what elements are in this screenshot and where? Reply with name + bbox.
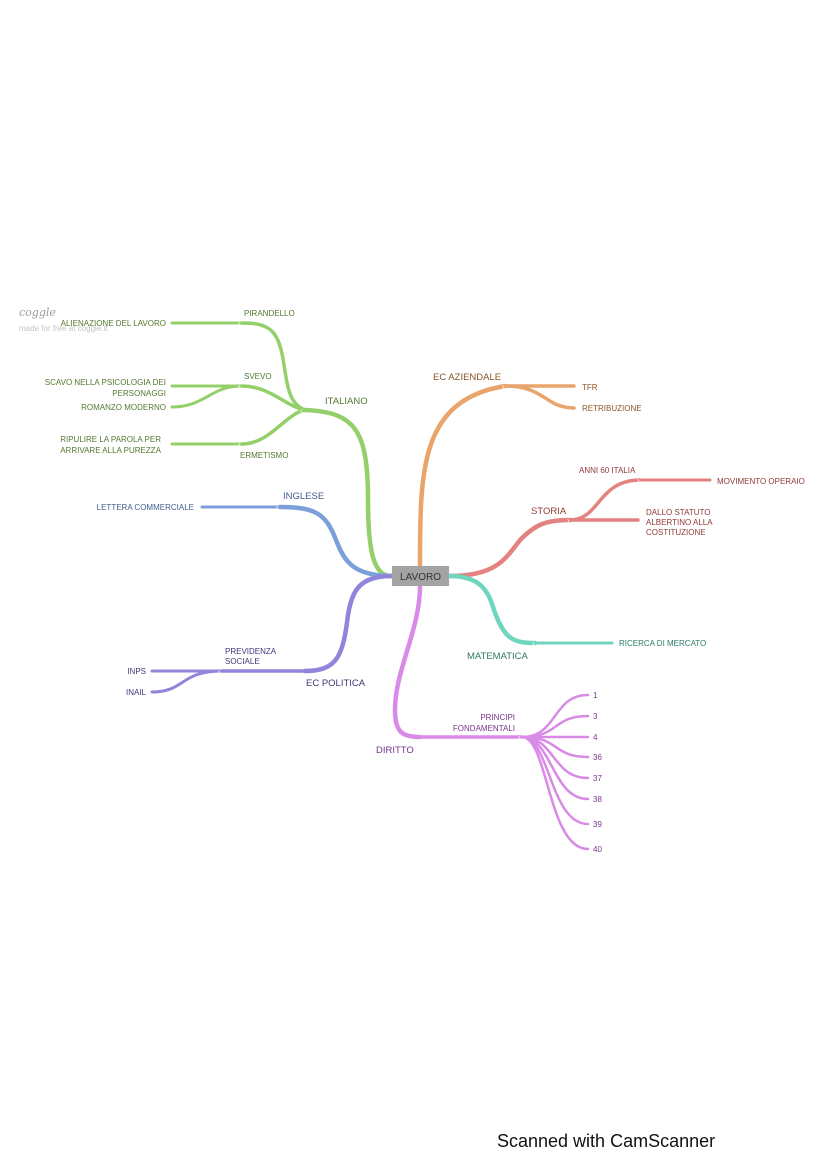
- chevron-icon: ‹: [238, 319, 241, 328]
- statuto-label-line3[interactable]: COSTITUZIONE: [646, 528, 706, 537]
- chevron-icon: ›: [518, 733, 521, 742]
- chevron-icon: ‹: [300, 406, 303, 415]
- italiano-label[interactable]: ITALIANO: [325, 396, 368, 407]
- previdenza-label-line2[interactable]: SOCIALE: [225, 657, 260, 666]
- romanzo-link: [170, 384, 244, 409]
- article-38-label[interactable]: 38: [593, 795, 602, 804]
- root-node[interactable]: [392, 566, 449, 586]
- ripulire-label-line2[interactable]: ARRIVARE ALLA PUREZZA: [60, 446, 161, 455]
- article-37-label[interactable]: 37: [593, 774, 602, 783]
- chevron-icon: ›: [567, 516, 570, 525]
- ec-aziendale-label[interactable]: EC AZIENDALE: [433, 372, 501, 383]
- storia-trunk: [446, 517, 573, 579]
- ripulire-label-line1[interactable]: RIPULIRE LA PAROLA PER: [60, 435, 161, 444]
- coggle-logo: coggle: [19, 306, 56, 319]
- diritto-label[interactable]: DIRITTO: [376, 745, 414, 756]
- scavo-label-line2[interactable]: PERSONAGGI: [112, 389, 166, 398]
- alienazione-label[interactable]: ALIENAZIONE DEL LAVORO: [61, 319, 166, 328]
- chevron-icon: ‹: [218, 667, 221, 676]
- previdenza-label-line1[interactable]: PREVIDENZA: [225, 647, 277, 656]
- storia-branch-lines: [446, 478, 712, 579]
- ec-aziendale-trunk: [417, 383, 508, 569]
- inps-label[interactable]: INPS: [127, 667, 146, 676]
- connector-chevrons: ‹ ‹ ‹ ‹ ‹ ‹ › › › › ›: [218, 319, 640, 742]
- statuto-label-line2[interactable]: ALBERTINO ALLA: [646, 518, 713, 527]
- chevron-icon: ‹: [238, 382, 241, 391]
- matematica-branch-lines: [446, 573, 614, 646]
- article-40-link: [520, 735, 590, 851]
- lettera-label[interactable]: LETTERA COMMERCIALE: [97, 503, 194, 512]
- romanzo-label[interactable]: ROMANZO MODERNO: [81, 403, 166, 412]
- retribuzione-link: [503, 384, 576, 410]
- tfr-label[interactable]: TFR: [582, 383, 598, 392]
- italiano-trunk: [302, 407, 395, 579]
- pirandello-link: [240, 321, 307, 412]
- diritto-trunk: [392, 583, 423, 740]
- scavo-label-line1[interactable]: SCAVO NELLA PSICOLOGIA DEI: [45, 378, 166, 387]
- ricerca-label[interactable]: RICERCA DI MERCATO: [619, 639, 706, 648]
- pirandello-label[interactable]: PIRANDELLO: [244, 309, 295, 318]
- chevron-icon: ‹: [238, 440, 241, 449]
- matematica-label[interactable]: MATEMATICA: [467, 651, 529, 662]
- inglese-trunk: [277, 504, 395, 579]
- anni60-link: [568, 478, 642, 522]
- article-3-link: [520, 714, 590, 739]
- principi-label-line2[interactable]: FONDAMENTALI: [453, 724, 515, 733]
- ermetismo-link: [240, 408, 307, 446]
- scanner-footer: Scanned with CamScanner: [497, 1131, 716, 1151]
- statuto-label-line1[interactable]: DALLO STATUTO: [646, 508, 710, 517]
- storia-label[interactable]: STORIA: [531, 506, 567, 517]
- article-1-label[interactable]: 1: [593, 691, 598, 700]
- root-label: LAVORO: [400, 572, 441, 583]
- ec-politica-branch-lines: [150, 573, 395, 694]
- principi-label-line1[interactable]: PRINCIPI: [480, 713, 515, 722]
- anni60-label[interactable]: ANNI 60 ITALIA: [579, 466, 636, 475]
- inail-link: [150, 669, 224, 694]
- article-3-label[interactable]: 3: [593, 712, 598, 721]
- chevron-icon: ‹: [276, 503, 279, 512]
- chevron-icon: ›: [637, 476, 640, 485]
- movimento-label[interactable]: MOVIMENTO OPERAIO: [717, 477, 805, 486]
- article-36-label[interactable]: 36: [593, 753, 602, 762]
- chevron-icon: ›: [532, 639, 535, 648]
- chevron-icon: ›: [502, 382, 505, 391]
- article-4-label[interactable]: 4: [593, 733, 598, 742]
- inail-label[interactable]: INAIL: [126, 688, 147, 697]
- article-40-label[interactable]: 40: [593, 845, 602, 854]
- svevo-link: [240, 384, 307, 412]
- svevo-label[interactable]: SVEVO: [244, 372, 272, 381]
- retribuzione-label[interactable]: RETRIBUZIONE: [582, 404, 642, 413]
- matematica-trunk: [446, 573, 538, 646]
- ec-aziendale-branch-lines: [417, 383, 576, 569]
- article-39-label[interactable]: 39: [593, 820, 602, 829]
- ermetismo-label[interactable]: ERMETISMO: [240, 451, 288, 460]
- coggle-tagline: made for free at coggle.it: [19, 324, 108, 333]
- inglese-branch-lines: [200, 504, 395, 579]
- italiano-branch-lines: [170, 321, 395, 579]
- ec-politica-trunk: [302, 573, 395, 674]
- ec-politica-label[interactable]: EC POLITICA: [306, 678, 366, 689]
- diritto-branch-lines: [392, 583, 590, 851]
- inglese-label[interactable]: INGLESE: [283, 491, 324, 502]
